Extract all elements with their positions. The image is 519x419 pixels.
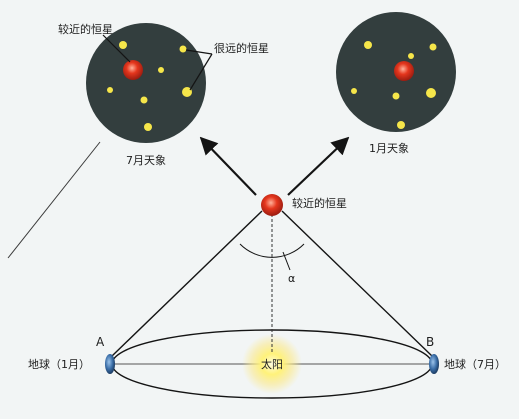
distant-stars-july [107, 41, 192, 131]
label-earth-july: 地球（7月） [444, 357, 506, 371]
label-nearer-star-top: 较近的恒星 [58, 22, 113, 36]
alpha-pointer [282, 251, 291, 271]
projection-arrows [199, 136, 350, 196]
earth-july-icon [429, 354, 439, 374]
label-jan-sky: 1月天象 [369, 142, 409, 155]
angle-arc [239, 243, 305, 258]
sun [242, 334, 302, 394]
label-sun: 太阳 [261, 358, 283, 371]
label-point-b: B [426, 335, 434, 349]
label-point-a: A [96, 335, 105, 349]
nearer-star [261, 194, 283, 216]
label-distant-stars: 很远的恒星 [214, 41, 269, 55]
nearer-star-dot-january [394, 61, 414, 81]
sky-disc-july [86, 23, 206, 143]
sight-lines [111, 210, 433, 357]
earth-january-icon [105, 354, 115, 374]
sky-disc-january [336, 12, 456, 132]
nearer-star-dot-july [123, 60, 143, 80]
label-earth-january: 地球（1月） [28, 357, 90, 371]
label-alpha: α [288, 272, 295, 285]
label-nearer-star-mid: 较近的恒星 [292, 196, 347, 210]
label-july-sky: 7月天象 [126, 154, 166, 167]
leader-line [7, 141, 101, 259]
label-pointers [102, 34, 213, 91]
distant-stars-january [351, 41, 437, 129]
